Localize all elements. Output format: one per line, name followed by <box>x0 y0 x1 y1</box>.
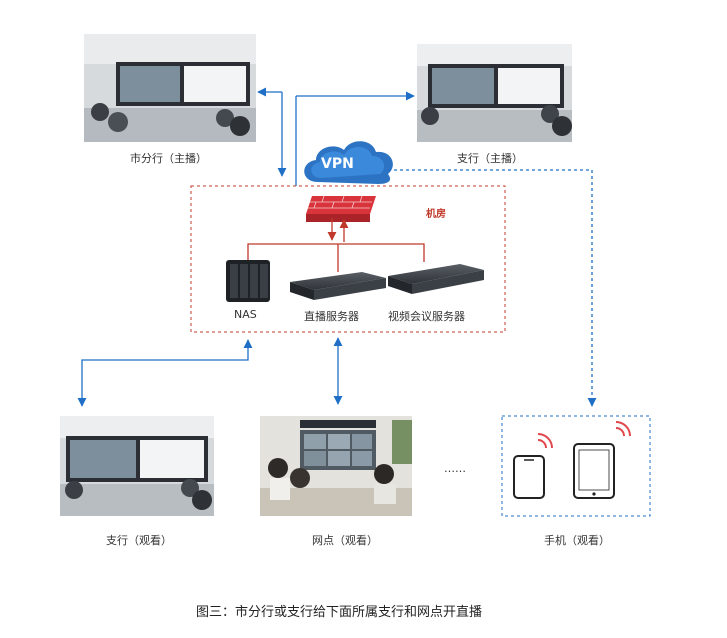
machine-room-box <box>190 185 506 333</box>
vpn-cloud <box>304 141 393 184</box>
connection-arrows <box>77 87 597 407</box>
city-branch-label: 市分行（主播） <box>130 152 207 165</box>
branch-host-photo <box>417 44 572 142</box>
mobile-box <box>501 415 651 517</box>
tablet-icon <box>573 443 615 499</box>
machine-room-label: 机房 <box>426 209 446 220</box>
branch-host-label: 支行（主播） <box>457 152 523 165</box>
branch-viewer-photo <box>60 416 214 516</box>
live-server-icon <box>290 272 386 300</box>
video-conf-server-icon <box>388 264 484 294</box>
mobile-viewer-label: 手机（观看） <box>544 534 610 547</box>
phone-icon <box>513 455 545 499</box>
video-conf-server-label: 视频会议服务器 <box>388 310 465 323</box>
vpn-label: VPN <box>321 156 354 172</box>
firewall-icon <box>306 195 376 222</box>
outlet-viewer-photo <box>260 416 412 516</box>
branch-viewer-label: 支行（观看） <box>106 534 172 547</box>
more-ellipsis: …… <box>444 462 466 475</box>
city-branch-photo <box>84 34 256 142</box>
live-server-label: 直播服务器 <box>304 310 359 323</box>
wifi-signal-icon <box>537 421 631 449</box>
figure-caption: 图三：市分行或支行给下面所属支行和网点开直播 <box>196 605 483 620</box>
outlet-viewer-label: 网点（观看） <box>312 534 378 547</box>
nas-label: NAS <box>234 308 257 321</box>
internal-links <box>247 218 425 272</box>
nas-icon <box>226 260 270 302</box>
